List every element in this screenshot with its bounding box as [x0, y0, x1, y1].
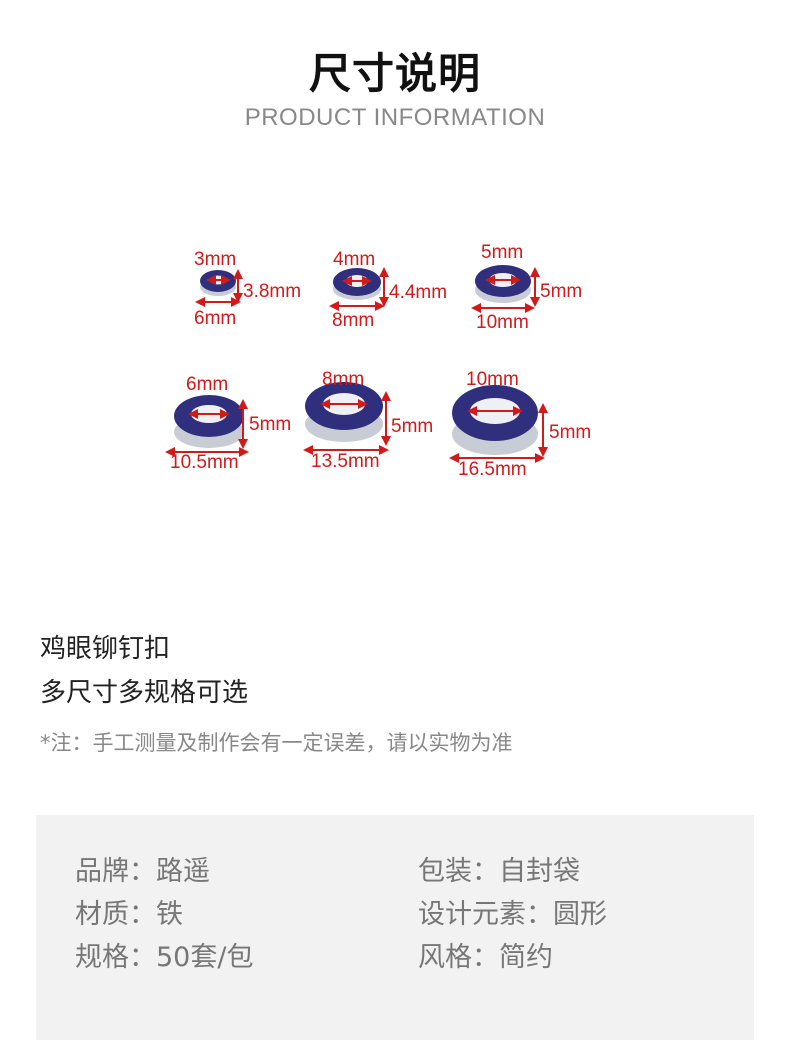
- outer-label: 13.5mm: [311, 451, 380, 472]
- spec-material: 材质：铁: [75, 899, 183, 930]
- height-label: 5mm: [249, 414, 291, 435]
- inner-label: 6mm: [186, 374, 228, 395]
- measurement-note: *注：手工测量及制作会有一定误差，请以实物为准: [40, 731, 513, 755]
- spec-panel: 品牌：路遥 包装：自封袋 材质：铁 设计元素：圆形 规格：50套/包 风格：简约: [36, 815, 754, 1040]
- outer-label: 8mm: [332, 310, 374, 331]
- spec-brand: 品牌：路遥: [75, 856, 210, 887]
- eyelet-4mm: 4mm 4.4mm 8mm: [329, 249, 447, 331]
- spec-design: 设计元素：圆形: [418, 899, 607, 930]
- height-label: 5mm: [549, 422, 591, 443]
- outer-label: 10mm: [476, 312, 529, 333]
- height-label: 4.4mm: [389, 282, 447, 303]
- inner-label: 5mm: [481, 242, 523, 263]
- product-tagline: 多尺寸多规格可选: [40, 678, 249, 708]
- eyelet-5mm: 5mm 5mm 10mm: [471, 242, 582, 333]
- outer-label: 6mm: [194, 308, 236, 329]
- eyelet-3mm: 3mm 3.8mm 6mm: [194, 249, 301, 329]
- height-label: 5mm: [540, 281, 582, 302]
- height-label: 5mm: [391, 416, 433, 437]
- inner-label: 10mm: [466, 369, 519, 390]
- inner-label: 4mm: [333, 249, 375, 270]
- spec-package: 包装：自封袋: [418, 856, 580, 887]
- spec-style: 风格：简约: [418, 942, 553, 973]
- page-title: 尺寸说明: [308, 49, 481, 98]
- height-label: 3.8mm: [243, 281, 301, 302]
- size-diagram-svg: 3mm 3.8mm 6mm 4mm 4.4mm 8mm 5mm 5mm: [165, 242, 591, 480]
- inner-label: 3mm: [194, 249, 236, 270]
- eyelet-8mm: 8mm 5mm 13.5mm: [303, 369, 433, 472]
- outer-label: 10.5mm: [170, 452, 239, 473]
- spec-size: 规格：50套/包: [75, 942, 254, 973]
- size-diagram: 3mm 3.8mm 6mm 4mm 4.4mm 8mm 5mm 5mm: [165, 242, 591, 480]
- eyelet-10mm: 10mm 5mm 16.5mm: [449, 369, 591, 480]
- product-name: 鸡眼铆钉扣: [40, 634, 171, 664]
- eyelet-6mm: 6mm 5mm 10.5mm: [165, 374, 291, 473]
- inner-label: 8mm: [322, 369, 364, 390]
- page-subtitle: PRODUCT INFORMATION: [244, 104, 546, 131]
- outer-label: 16.5mm: [458, 459, 527, 480]
